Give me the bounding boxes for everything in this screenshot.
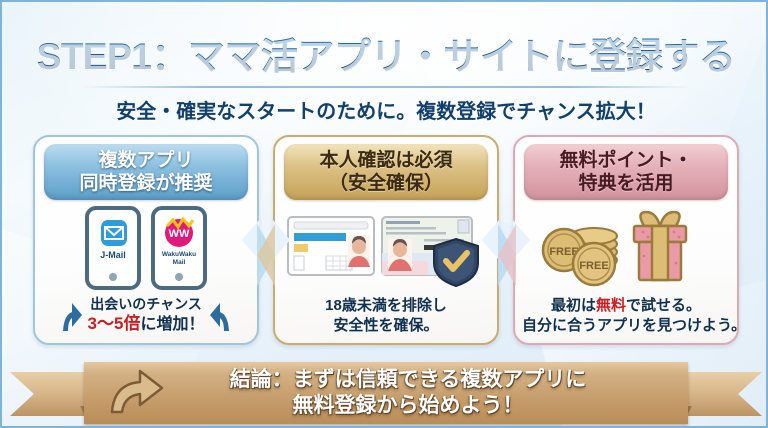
svg-text:WakuWaku: WakuWaku (162, 251, 196, 258)
footer-highlight: 3〜5倍 (87, 314, 141, 333)
card-free-points-benefits: 無料ポイント・ 特典を活用 FREE (513, 135, 747, 345)
page-subtitle: 安全・確実なスタートのために。複数登録でチャンス拡大！ (116, 101, 656, 123)
card-heading-line1: 複数アプリ (98, 149, 194, 171)
card-footer: 18歳未満を排除し 安全性を確保。 (282, 296, 490, 343)
card-heading: 本人確認は必須 （安全確保） (284, 144, 488, 200)
card-artwork-coins-gift: FREE FREE (522, 200, 730, 296)
footer-line1: 18歳未満を排除し (325, 297, 447, 314)
svg-text:WW: WW (169, 228, 190, 240)
svg-text:FREE: FREE (579, 260, 608, 272)
footer-line2: 安全性を確保。 (333, 316, 439, 334)
card-footer: 最初は無料で試せる。 自分に合うアプリを見つけよう。 (522, 296, 747, 343)
footer-highlight: 無料 (595, 297, 626, 314)
svg-text:FREE: FREE (549, 246, 578, 258)
card-artwork-two-phones: J-Mail WW WakuWaku Mail (42, 200, 250, 296)
card-connector-chevron (498, 224, 516, 286)
card-artwork-id-documents (282, 200, 490, 296)
two-phones-icon: J-Mail WW WakuWaku Mail (85, 205, 207, 290)
footer-line2-rest: に増加！ (140, 316, 205, 333)
page-title: STEP1：ママ活アプリ・サイトに登録する (2, 26, 766, 80)
card-heading-line1: 無料ポイント・ (559, 149, 693, 171)
ribbon-line2: 無料登録から始めよう！ (292, 394, 524, 417)
card-heading-line1: 本人確認は必須 (319, 149, 453, 171)
id-documents-shield-icon (287, 216, 479, 287)
card-heading: 無料ポイント・ 特典を活用 (524, 144, 728, 200)
ribbon-line1: 結論：まずは信頼できる複数アプリに (229, 368, 587, 392)
conclusion-ribbon: 結論：まずは信頼できる複数アプリに 無料登録から始めよう！ (2, 360, 766, 426)
footer-line1: 出会いのチャンス (90, 295, 202, 312)
card-heading: 複数アプリ 同時登録が推奨 (44, 144, 248, 200)
header: STEP1：ママ活アプリ・サイトに登録する 安全・確実なスタートのために。複数登… (2, 2, 766, 124)
footer-line2: 自分に合うアプリを見つけよう。 (522, 316, 747, 334)
card-heading-line2: （安全確保） (328, 173, 443, 194)
card-heading-line2: 特典を活用 (578, 173, 674, 194)
curved-arrow-icon (110, 369, 164, 414)
footer-line1-prefix: 最初は (550, 297, 596, 314)
up-arrow-icon (62, 303, 82, 332)
svg-text:Mail: Mail (173, 259, 186, 266)
free-coins-gift-icon: FREE FREE (541, 210, 688, 287)
footer-line1-suffix: で試せる。 (626, 297, 702, 314)
title-divider (81, 86, 691, 88)
svg-text:J-Mail: J-Mail (100, 250, 126, 260)
up-arrow-icon (210, 303, 230, 332)
ribbon-body: 結論：まずは信頼できる複数アプリに 無料登録から始めよう！ (84, 362, 688, 424)
card-connector-chevron (257, 224, 275, 286)
card-row: 複数アプリ 同時登録が推奨 J-Mail WW (2, 135, 766, 347)
card-identity-verification: 本人確認は必須 （安全確保） (273, 135, 499, 345)
card-footer: 出会いのチャンス 3〜5倍に増加！ (42, 296, 250, 344)
card-multi-app-registration: 複数アプリ 同時登録が推奨 J-Mail WW (33, 135, 259, 345)
card-heading-line2: 同時登録が推奨 (79, 173, 213, 194)
